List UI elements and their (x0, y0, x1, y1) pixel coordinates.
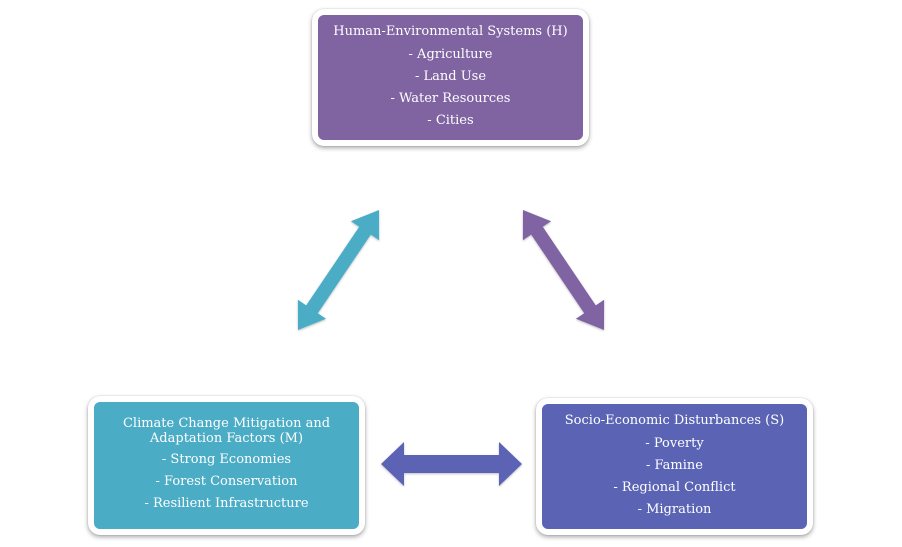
node-socio-economic-disturbances: Socio-Economic Disturbances (S) - Povert… (536, 398, 813, 535)
node-title: Socio-Economic Disturbances (S) (564, 412, 785, 428)
node-item: - Forest Conservation (155, 474, 298, 489)
double-arrow-mitigation-human (297, 210, 380, 330)
node-item: - Water Resources (390, 90, 511, 106)
node-item: - Agriculture (408, 46, 493, 62)
node-title-line: Climate Change Mitigation and (122, 416, 331, 431)
double-arrow-mitigation-socio (381, 442, 522, 486)
node-title: Human-Environmental Systems (H) (333, 23, 568, 39)
node-item: - Migration (637, 501, 712, 517)
node-item: - Strong Economies (161, 452, 292, 467)
node-item: - Regional Conflict (613, 479, 736, 495)
node-human-environmental-systems: Human-Environmental Systems (H) - Agricu… (312, 9, 589, 146)
node-title: Climate Change Mitigation and Adaptation… (123, 416, 330, 446)
node-item: - Cities (427, 112, 474, 128)
node-item: - Famine (646, 457, 703, 473)
node-climate-change-mitigation: Climate Change Mitigation and Adaptation… (88, 396, 365, 535)
node-title-line: Adaptation Factors (M) (149, 431, 304, 446)
node-item: - Resilient Infrastructure (144, 496, 309, 511)
double-arrow-human-socio (522, 210, 605, 330)
node-item: - Poverty (645, 435, 704, 451)
node-item: - Land Use (414, 68, 487, 84)
